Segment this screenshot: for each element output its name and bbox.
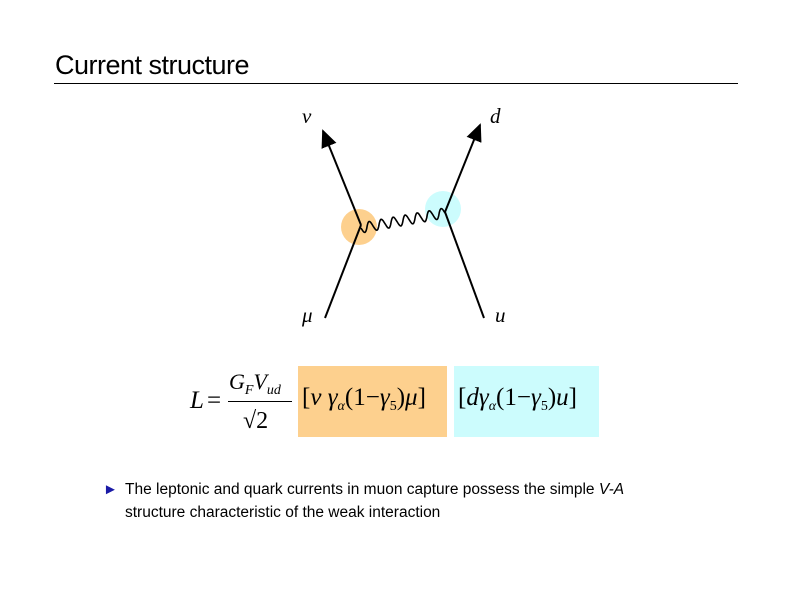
label-up-quark: u: [495, 303, 506, 327]
lhs-L: L: [190, 387, 204, 414]
lepton-current: [ν γα(1−γ5)μ]: [302, 384, 426, 414]
quark-current-highlight: [454, 366, 599, 437]
bullet-point: ► The leptonic and quark currents in muo…: [103, 478, 703, 524]
numerator: GFVud: [229, 369, 281, 398]
denominator: √2: [243, 408, 269, 434]
bullet-text: The leptonic and quark currents in muon …: [125, 481, 625, 521]
label-down-quark: d: [490, 104, 501, 128]
quark-current: [dγα(1−γ5)u]: [458, 384, 577, 414]
down-quark-line: [444, 123, 482, 213]
muon-line: [324, 224, 362, 319]
slide-title: Current structure: [55, 50, 250, 80]
neutrino-line: [321, 129, 362, 226]
fraction-bar: [228, 401, 292, 402]
title-divider: [54, 83, 738, 84]
label-neutrino: ν: [302, 104, 312, 128]
lepton-current-highlight: [298, 366, 447, 437]
label-muon: μ: [302, 303, 313, 327]
equals-sign: =: [207, 387, 222, 414]
lepton-vertex-highlight: [341, 209, 377, 245]
triangle-right-icon: ►: [103, 481, 118, 498]
w-boson-propagator: [360, 207, 446, 234]
up-quark-line: [444, 211, 485, 319]
